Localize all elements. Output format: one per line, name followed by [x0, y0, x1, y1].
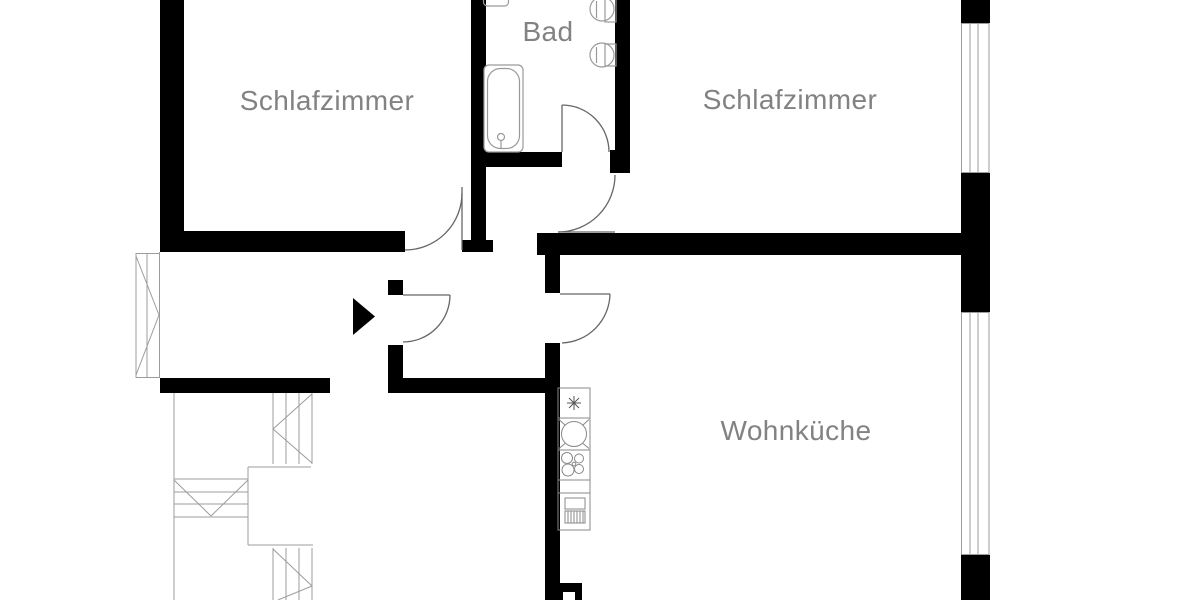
door-bedroom-left — [404, 187, 463, 251]
wall-bottom-stub-notch — [563, 592, 575, 600]
window-living-kitchen — [961, 312, 990, 555]
kitchen-counter — [557, 387, 591, 531]
wall-hall-bottom-left — [160, 378, 330, 393]
walls — [160, 0, 990, 600]
wall-bathroom-bottom — [471, 152, 562, 167]
cooktop-icon — [561, 452, 584, 477]
kitchen-sink-icon — [558, 419, 590, 449]
wall-entrance-upper — [388, 280, 403, 295]
french-window-hallway — [135, 252, 160, 378]
wall-bathroom-right — [615, 0, 630, 173]
bathtub-icon — [483, 64, 524, 153]
wall-right-middle — [961, 173, 990, 312]
room-label-bedroom-right: Schlafzimmer — [702, 84, 878, 115]
wall-hall-bottom-right — [388, 378, 545, 393]
refrigerator-snowflake-icon — [567, 396, 581, 410]
door-living-kitchen — [560, 293, 611, 344]
wall-bathroom-left — [471, 0, 486, 252]
wall-bedroom-left-bottom — [160, 231, 405, 252]
entrance-arrow-icon — [353, 298, 375, 335]
room-label-living-kitchen: Wohnküche — [720, 415, 872, 446]
wall-left-exterior — [160, 0, 184, 252]
wall-right-top — [961, 0, 990, 23]
wall-middle-long — [537, 233, 961, 255]
room-label-bathroom: Bad — [522, 16, 574, 47]
washbasin-icon — [482, 0, 510, 7]
room-label-bedroom-left: Schlafzimmer — [239, 85, 415, 116]
oven-icon — [564, 497, 586, 524]
wall-right-bottom — [961, 555, 990, 600]
bidet-icon — [589, 42, 617, 68]
door-entrance — [402, 294, 451, 343]
staircase-icon — [173, 393, 313, 600]
toilet-icon — [589, 0, 617, 23]
wall-hall-right-upper — [545, 233, 560, 293]
wall-hall-right-lower — [545, 343, 560, 600]
window-bedroom-right — [961, 23, 990, 173]
door-bedroom-right — [557, 174, 616, 233]
door-bathroom — [561, 104, 610, 153]
